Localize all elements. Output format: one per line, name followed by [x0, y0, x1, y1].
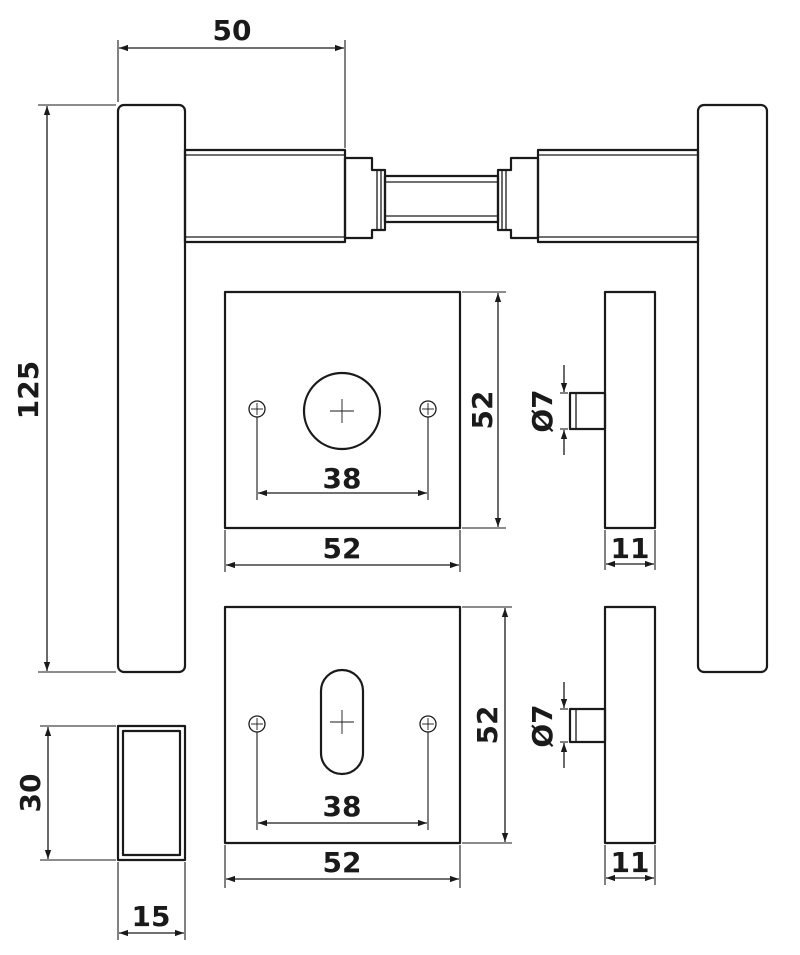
- right-collar: [496, 156, 540, 240]
- left-collar: [343, 156, 387, 240]
- right-lever-handle: [496, 103, 769, 674]
- left-lever-handle: [116, 103, 387, 674]
- dim-label-52-height-top: 52: [466, 391, 499, 430]
- cylinder-hole: [302, 371, 382, 451]
- top-rose-side-view: Ø7 11: [526, 290, 657, 570]
- dim-label-11-top: 11: [611, 532, 650, 565]
- spindle-bar: [383, 174, 500, 224]
- top-side-plate: [603, 290, 657, 530]
- dim-label-pin-top: Ø7: [526, 389, 559, 432]
- dim-label-52-width-top: 52: [323, 532, 362, 565]
- key-slot: [319, 668, 365, 776]
- tube-inner: [121, 729, 182, 857]
- tube-outer: [116, 724, 187, 862]
- dim-handle-length: 125: [12, 104, 116, 673]
- dim-label-pin-bottom: Ø7: [526, 704, 559, 747]
- dim-label-15: 15: [132, 900, 171, 933]
- bottom-rose-side-view: Ø7 11: [526, 605, 657, 885]
- bottom-side-pin: [568, 707, 607, 744]
- bottom-side-plate: [603, 605, 657, 845]
- dim-label-125: 125: [12, 361, 45, 419]
- dim-label-11-bottom: 11: [611, 846, 650, 879]
- dim-handle-projection: 50: [117, 14, 346, 148]
- top-rose-plate: 38 52 52: [223, 290, 506, 572]
- dim-label-50: 50: [213, 14, 252, 47]
- spindle: [383, 174, 500, 224]
- top-side-pin: [568, 391, 607, 431]
- left-grip: [116, 103, 187, 674]
- dim-label-38-top: 38: [323, 462, 362, 495]
- left-neck: [183, 148, 347, 244]
- right-grip: [696, 103, 769, 674]
- dim-label-30: 30: [14, 774, 47, 813]
- top-rose-square: [223, 290, 462, 530]
- bottom-rose-square: [223, 605, 462, 845]
- tube-cross-section: 30 15: [14, 724, 187, 940]
- dim-label-38-bottom: 38: [323, 790, 362, 823]
- dim-label-52-height-bottom: 52: [471, 706, 504, 745]
- bottom-rose-plate: 38 52 52: [223, 605, 512, 888]
- right-neck: [536, 148, 700, 244]
- dim-label-52-width-bottom: 52: [323, 846, 362, 879]
